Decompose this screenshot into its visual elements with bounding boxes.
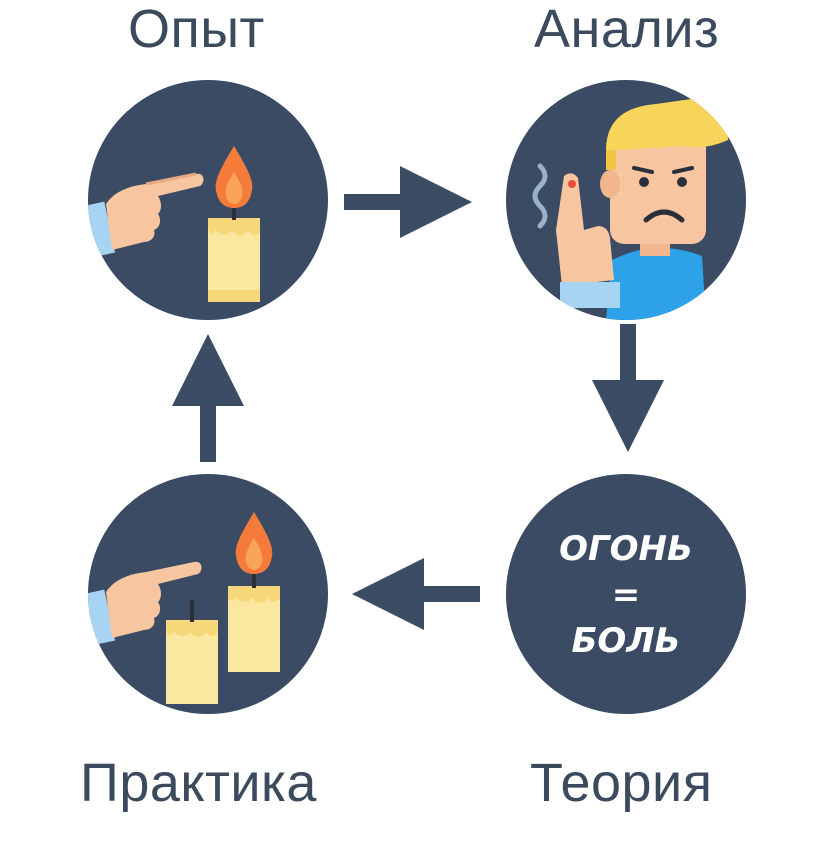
arrow-left-icon	[352, 558, 480, 630]
finger-avoiding-candles-icon	[88, 512, 280, 704]
arrow-up-icon	[172, 334, 244, 462]
theory-text-line-1: ОГОНЬ	[559, 529, 693, 569]
analysis-label: Анализ	[534, 0, 720, 59]
practice-label: Практика	[80, 753, 317, 813]
theory-label: Теория	[530, 753, 713, 813]
experience-label: Опыт	[128, 0, 265, 59]
theory-circle: ОГОНЬ = БОЛЬ	[506, 474, 746, 714]
experience-circle	[88, 80, 328, 320]
arrow-down-icon	[592, 324, 664, 452]
practice-circle	[88, 474, 328, 714]
analysis-circle	[506, 80, 746, 320]
finger-touching-candle-flame-icon	[88, 146, 260, 302]
man-with-burned-finger-icon	[532, 94, 728, 320]
theory-text-line-3: БОЛЬ	[571, 621, 681, 661]
arrow-right-icon	[344, 166, 472, 238]
theory-text-line-2: =	[611, 575, 641, 615]
